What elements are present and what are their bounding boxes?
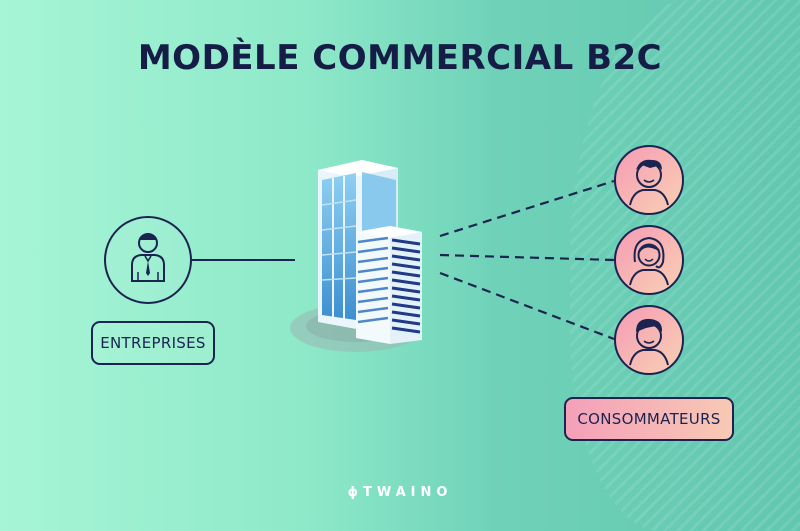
man-avatar-icon xyxy=(614,145,684,215)
entreprises-label: ENTREPRISES xyxy=(91,321,215,365)
woman-avatar-icon xyxy=(614,225,684,295)
office-building-icon xyxy=(290,160,422,352)
consommateurs-label: CONSOMMATEURS xyxy=(564,397,734,441)
consumer-connector-1 xyxy=(439,179,615,238)
background-pattern xyxy=(570,0,800,531)
man-avatar-icon xyxy=(614,305,684,375)
brand-logo: ϕTWAINO xyxy=(347,485,453,500)
consumer-connector-2 xyxy=(439,253,615,262)
page-title: MODÈLE COMMERCIAL B2C xyxy=(137,38,663,78)
consumer-connector-3 xyxy=(439,271,615,341)
businessman-icon xyxy=(104,216,192,304)
